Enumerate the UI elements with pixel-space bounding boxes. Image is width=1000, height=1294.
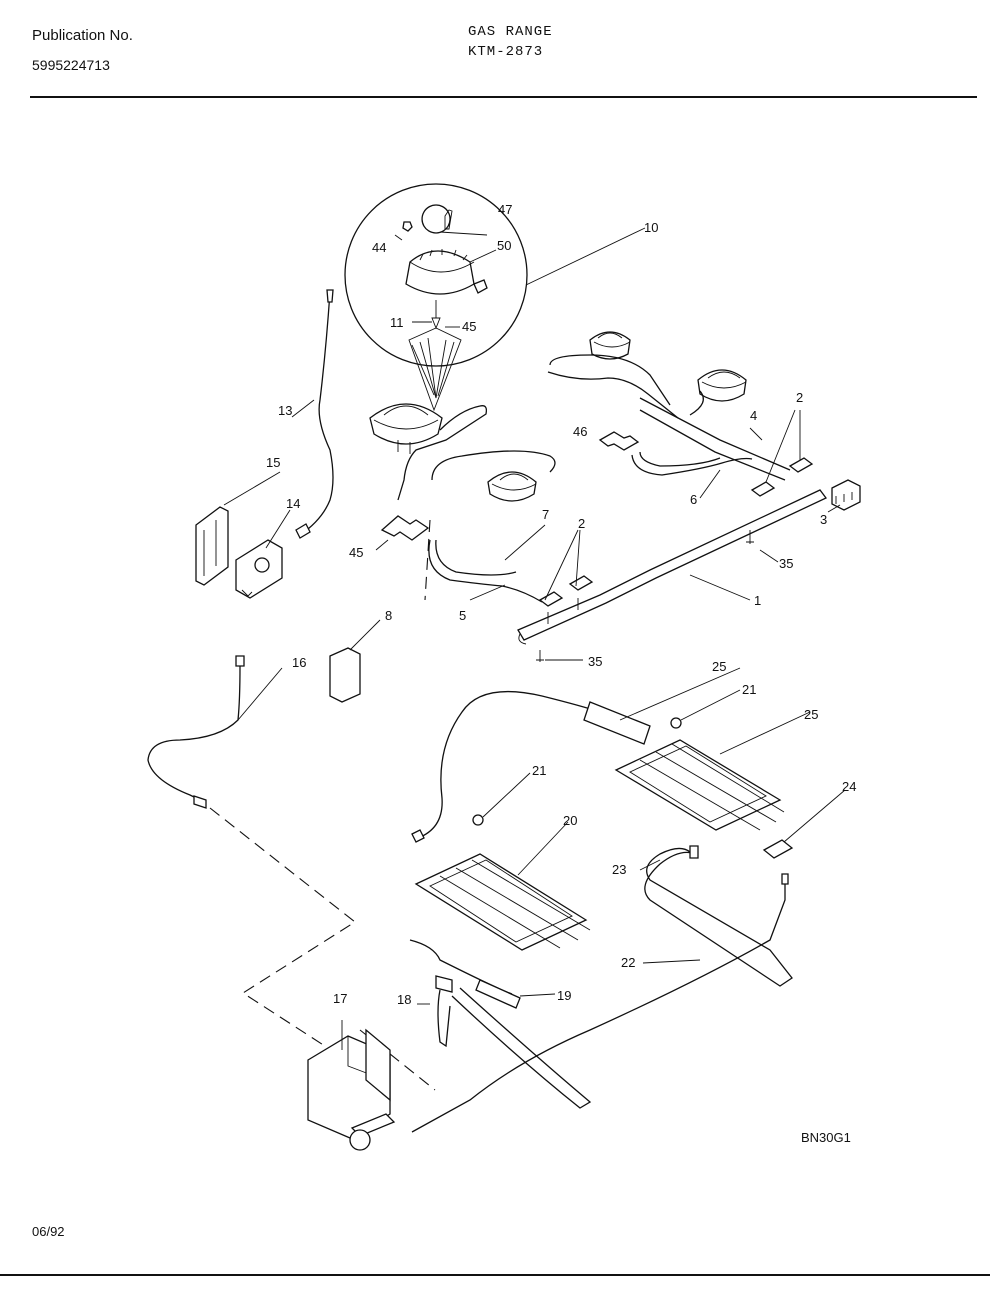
callout-35-rear: 35 [779, 556, 793, 571]
publication-label: Publication No. [32, 27, 133, 44]
callout-1: 1 [754, 593, 761, 608]
callout-44: 44 [372, 240, 386, 255]
callout-25-upper: 25 [712, 659, 726, 674]
callout-21-lower: 21 [532, 763, 546, 778]
callout-23: 23 [612, 862, 626, 877]
callout-18: 18 [397, 992, 411, 1007]
callout-5: 5 [459, 608, 466, 623]
callout-8: 8 [385, 608, 392, 623]
callout-14: 14 [286, 496, 300, 511]
model-number: KTM-2873 [468, 44, 544, 60]
callout-50: 50 [497, 238, 511, 253]
callout-47: 47 [498, 202, 512, 217]
callout-3: 3 [820, 512, 827, 527]
callout-6: 6 [690, 492, 697, 507]
callout-35-front: 35 [588, 654, 602, 669]
callout-2-front: 2 [578, 516, 585, 531]
footer-rule [0, 1274, 990, 1276]
callout-13: 13 [278, 403, 292, 418]
callout-20: 20 [563, 813, 577, 828]
callout-24: 24 [842, 779, 856, 794]
publication-number: 5995224713 [32, 57, 110, 73]
product-title: GAS RANGE [468, 24, 553, 40]
callout-10: 10 [644, 220, 658, 235]
callout-16: 16 [292, 655, 306, 670]
footer-date: 06/92 [32, 1224, 65, 1239]
callout-45: 45 [349, 545, 363, 560]
callout-19: 19 [557, 988, 571, 1003]
callout-21-upper: 21 [742, 682, 756, 697]
header-rule [30, 96, 977, 98]
callout-7: 7 [542, 507, 549, 522]
callout-15: 15 [266, 455, 280, 470]
callout-11: 11 [390, 315, 404, 330]
burner-detail-circle [344, 183, 528, 412]
callout-4: 4 [750, 408, 757, 423]
callout-2-rear: 2 [796, 390, 803, 405]
callout-46: 46 [573, 424, 587, 439]
callout-22: 22 [621, 955, 635, 970]
callout-17: 17 [333, 991, 347, 1006]
drawing-code: BN30G1 [801, 1130, 851, 1145]
callout-45-detail: 45 [462, 319, 476, 334]
callout-25-lower: 25 [804, 707, 818, 722]
